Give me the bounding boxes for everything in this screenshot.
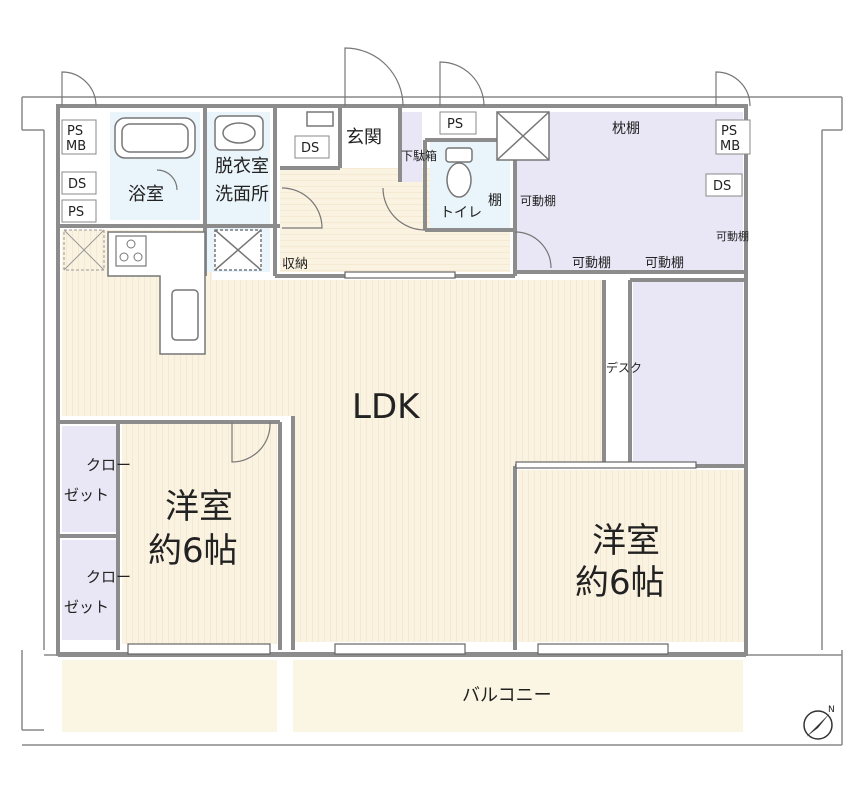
western-room1-size: 約6帖 [148,531,238,571]
closet2-label-a: クロー [86,568,131,586]
ps-label-1: PS [67,124,83,139]
movable-shelf-label-4: 可動棚 [716,229,749,243]
sink-icon [171,289,199,341]
washroom-label-2: 洗面所 [215,184,269,205]
shoe-box-label: 下駄箱 [401,148,437,163]
toilet-label: トイレ [440,205,482,221]
storage-floor-right [515,112,743,270]
shafts: PS MB PS MB DS PS DS PS DS [61,111,751,223]
ds-label-3: DS [713,179,731,194]
entrance-label: 玄関 [346,127,382,148]
ps-label-3: PS [68,205,84,220]
ps-label-2: PS [721,124,737,139]
closet2-label-b: ゼット [64,598,109,616]
closet1-label-a: クロー [86,456,131,474]
movable-shelf-label-2: 可動棚 [572,256,611,271]
mb-label-2: MB [720,139,740,154]
movable-shelf-label-3: 可動棚 [645,256,684,271]
windows [127,271,697,655]
storage-floor-right-lower [633,280,743,466]
ldk-label: LDK [352,387,421,427]
closet-floor-1 [62,426,117,532]
balcony-floor [62,660,277,732]
washroom-label-1: 脱衣室 [215,156,269,177]
mb-label-1: MB [66,139,86,154]
compass-icon: N [803,705,835,740]
western-room1-label: 洋室 [165,487,233,527]
balcony-label: バルコニー [462,685,552,706]
toilet-icon [445,147,473,163]
shoe-box-floor [400,112,422,182]
western-room2-label: 洋室 [592,521,660,561]
compass-north-label: N [828,705,835,715]
kitchen [63,229,206,355]
room-labels: LDK 洋室 約6帖 洋室 約6帖 浴室 脱衣室 洗面所 玄関 トイレ バルコニ… [128,127,665,706]
pillow-shelf-label: 枕棚 [612,121,640,137]
ps-label-4: PS [447,117,463,132]
closet1-label-b: ゼット [64,486,109,504]
western-room1-floor [122,422,277,644]
fixtures [114,111,550,271]
western-room2-size: 約6帖 [575,563,665,603]
shelf-label: 棚 [488,193,502,209]
bath-label: 浴室 [128,184,164,205]
ds-label-2: DS [301,141,319,156]
ds-label-1: DS [68,177,86,192]
ldk-floor [62,280,602,416]
movable-shelf-label-1: 可動棚 [520,193,556,208]
fridge-space [63,229,105,271]
desk-label: デスク [606,360,642,375]
stove-icon [115,235,147,267]
storage-label: 収納 [282,257,308,272]
storage-labels: クロー ゼット クロー ゼット 下駄箱 棚 収納 枕棚 可動棚 可動棚 可動棚 … [64,121,749,616]
closet-floor-2 [62,540,117,640]
western-room2-floor [518,470,744,642]
doors [61,47,751,463]
